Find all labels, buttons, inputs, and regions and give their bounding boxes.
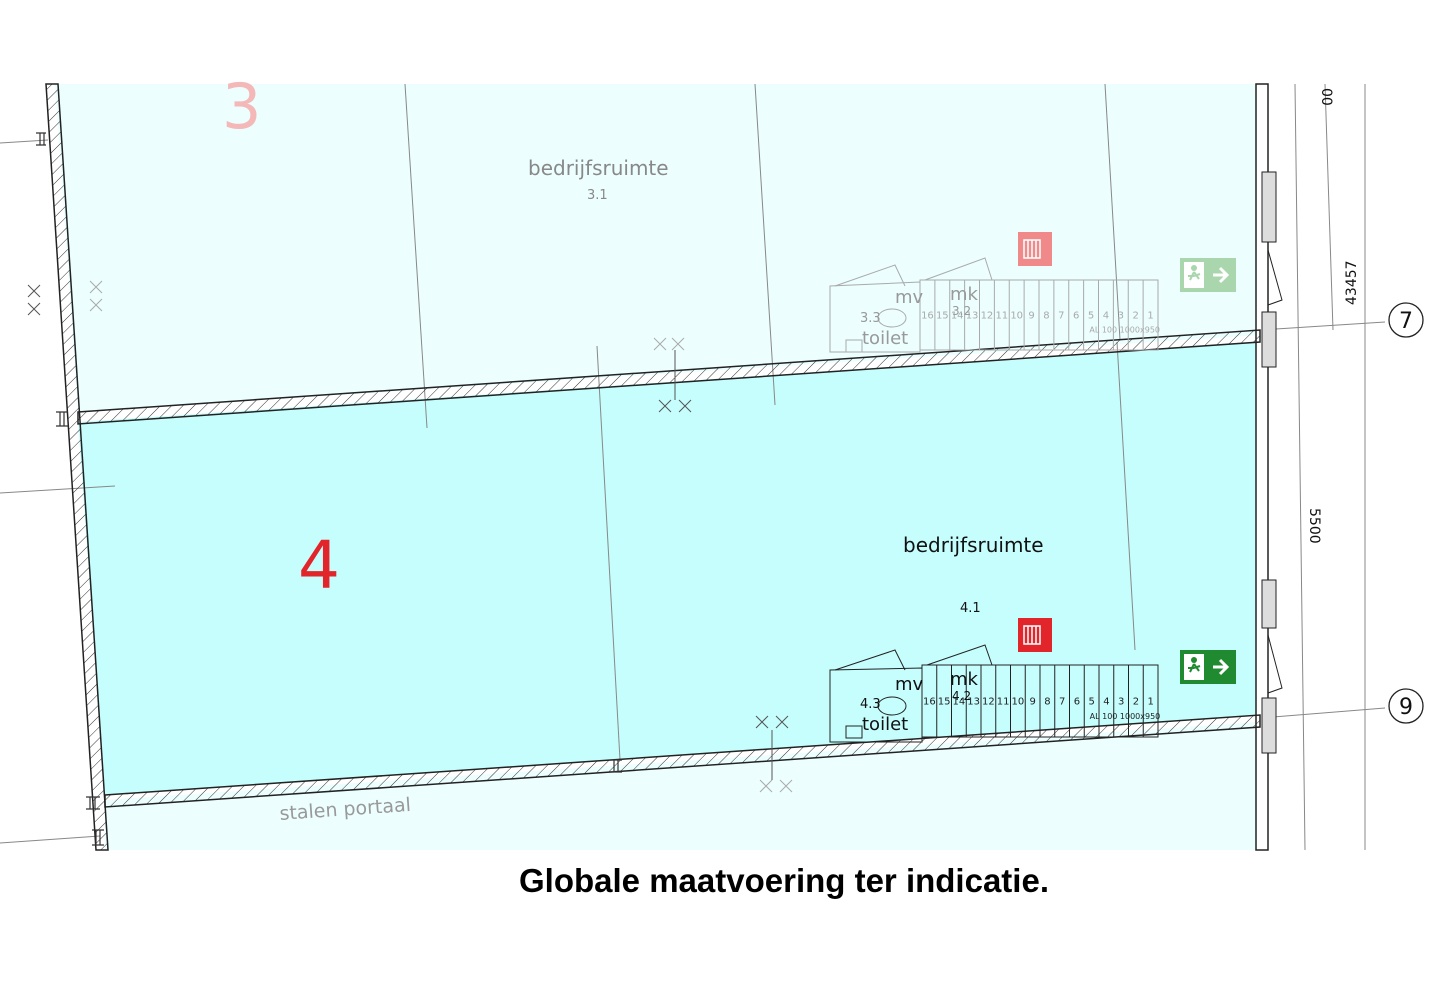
stair-upper-note: AL 100 1000x950 xyxy=(1089,326,1160,335)
room-name-main: bedrijfsruimte xyxy=(903,533,1044,557)
stair-main-step-number: 2 xyxy=(1133,697,1139,708)
exit-sign-main xyxy=(1180,650,1236,684)
stair-main-note: AL 100 1000x950 xyxy=(1090,712,1161,721)
stair-main-step-number: 15 xyxy=(938,697,951,708)
grid-marker-7-label: 7 xyxy=(1399,309,1413,334)
neighbor-unit-fill-lower xyxy=(105,722,1260,850)
grid-marker-9: 9 xyxy=(1388,688,1424,724)
stair-upper-step-number: 2 xyxy=(1133,311,1139,322)
column-grid-lines xyxy=(0,83,1386,851)
stair-main-step-number: 10 xyxy=(1012,697,1025,708)
dimension-upper: 43457 xyxy=(1344,260,1360,305)
room-code-main: 4.1 xyxy=(960,601,981,616)
party-wall-upper xyxy=(77,329,1261,425)
grid-marker-7: 7 xyxy=(1388,302,1424,338)
stair-upper-step-number: 8 xyxy=(1043,311,1049,322)
unit-number-upper: 3 xyxy=(222,70,261,143)
stair-main-step-number: 1 xyxy=(1147,697,1153,708)
stair-upper-step-number: 15 xyxy=(936,311,949,322)
stair-upper-step-number: 11 xyxy=(995,311,1008,322)
mv-label-main: mv xyxy=(895,674,924,695)
mk-label-upper: mk xyxy=(950,284,979,305)
stair-upper-step-number: 1 xyxy=(1147,311,1153,322)
fire-hose-cabinet-upper xyxy=(1018,232,1052,266)
stair-upper-step-number: 7 xyxy=(1058,311,1064,322)
stair-main-step-number: 14 xyxy=(953,697,966,708)
stair-main-step-number: 9 xyxy=(1029,697,1035,708)
mk-code-upper: 3.2 xyxy=(952,304,971,318)
right-facade xyxy=(1255,83,1269,851)
facade-door-swings xyxy=(1267,249,1283,694)
stair-upper-step-number: 6 xyxy=(1073,311,1079,322)
stair-upper-step-number: 9 xyxy=(1028,311,1034,322)
stair-upper-step-number: 12 xyxy=(981,311,994,322)
stair-main-step-number: 3 xyxy=(1118,697,1124,708)
dimension-main: 5500 xyxy=(1306,508,1322,544)
fire-hose-cabinet-main xyxy=(1018,618,1052,652)
stair-upper-step-number: 5 xyxy=(1088,311,1094,322)
facade-window-frames xyxy=(1261,171,1277,754)
main-unit-fill xyxy=(78,342,1260,795)
dimension-top: 00 xyxy=(1318,88,1334,106)
stair-main-step-number: 5 xyxy=(1088,697,1094,708)
toilet-label-upper: toilet xyxy=(862,328,908,349)
stair-upper-step-number: 16 xyxy=(921,311,934,322)
toilet-code-upper: 3.3 xyxy=(860,311,881,326)
stair-main-step-number: 6 xyxy=(1074,697,1080,708)
stair-main-step-number: 7 xyxy=(1059,697,1065,708)
stair-upper-step-number: 3 xyxy=(1118,311,1124,322)
stair-main-step-number: 8 xyxy=(1044,697,1050,708)
column-markers xyxy=(36,132,622,846)
stair-upper-step-number: 13 xyxy=(966,311,979,322)
stair-main-step-number: 16 xyxy=(923,697,936,708)
grid-marker-9-label: 9 xyxy=(1399,695,1413,720)
toilet-label-main: toilet xyxy=(862,714,908,735)
stair-upper-step-number: 10 xyxy=(1010,311,1023,322)
stair-main-step-number: 12 xyxy=(982,697,995,708)
unit-number-main: 4 xyxy=(298,527,340,604)
mv-label-upper: mv xyxy=(895,287,924,308)
stair-main-step-number: 4 xyxy=(1103,697,1109,708)
neighbor-unit-fill-upper xyxy=(55,84,1260,412)
stair-main-step-number: 11 xyxy=(997,697,1010,708)
stair-upper-step-number: 4 xyxy=(1103,311,1109,322)
room-code-upper: 3.1 xyxy=(587,188,608,203)
exit-sign-upper xyxy=(1180,258,1236,292)
mk-code-main: 4.2 xyxy=(952,689,971,703)
mk-label-main: mk xyxy=(950,669,979,690)
stair-main-step-number: 13 xyxy=(967,697,980,708)
cross-markers xyxy=(27,280,793,793)
caption: Globale maatvoering ter indicatie. xyxy=(519,862,1049,899)
left-wall xyxy=(45,83,109,851)
room-name-upper: bedrijfsruimte xyxy=(528,156,669,180)
stair-upper-step-number: 14 xyxy=(951,311,964,322)
toilet-code-main: 4.3 xyxy=(860,697,881,712)
